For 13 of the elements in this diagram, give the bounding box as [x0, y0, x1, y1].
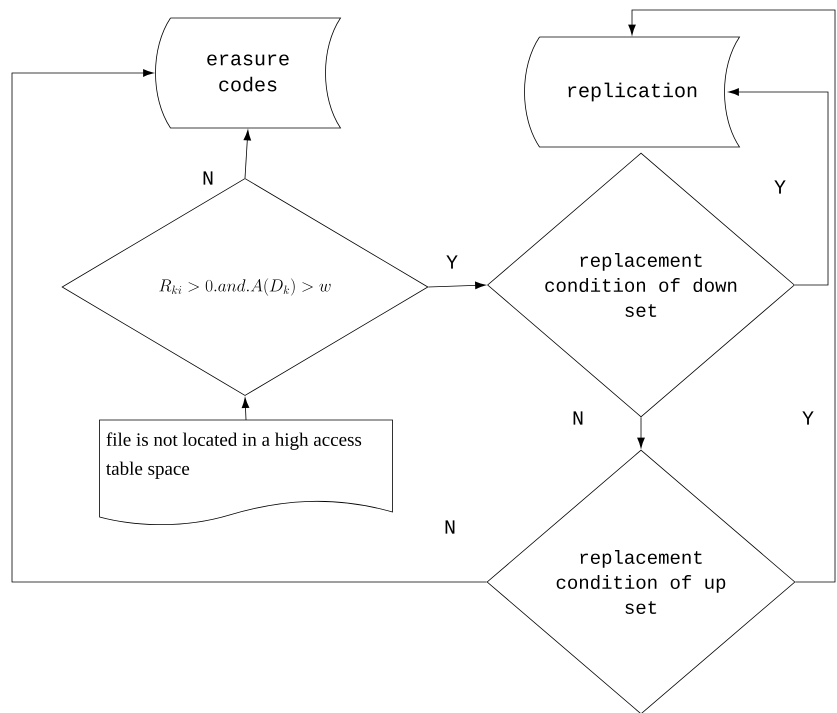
edge-label: Y — [802, 411, 814, 425]
edge-label: N — [446, 520, 454, 534]
edge-label: Y — [774, 180, 786, 194]
stored-data-shape: erasure codes — [155, 18, 341, 128]
arrow — [628, 10, 836, 582]
arrow — [637, 416, 645, 448]
arrow — [728, 88, 828, 286]
arrow — [12, 69, 487, 582]
arrow — [428, 282, 486, 290]
arrow — [242, 397, 250, 420]
arrow — [244, 130, 252, 178]
stored-data-shape: replication — [524, 36, 740, 148]
edge-label: Y — [446, 255, 458, 269]
